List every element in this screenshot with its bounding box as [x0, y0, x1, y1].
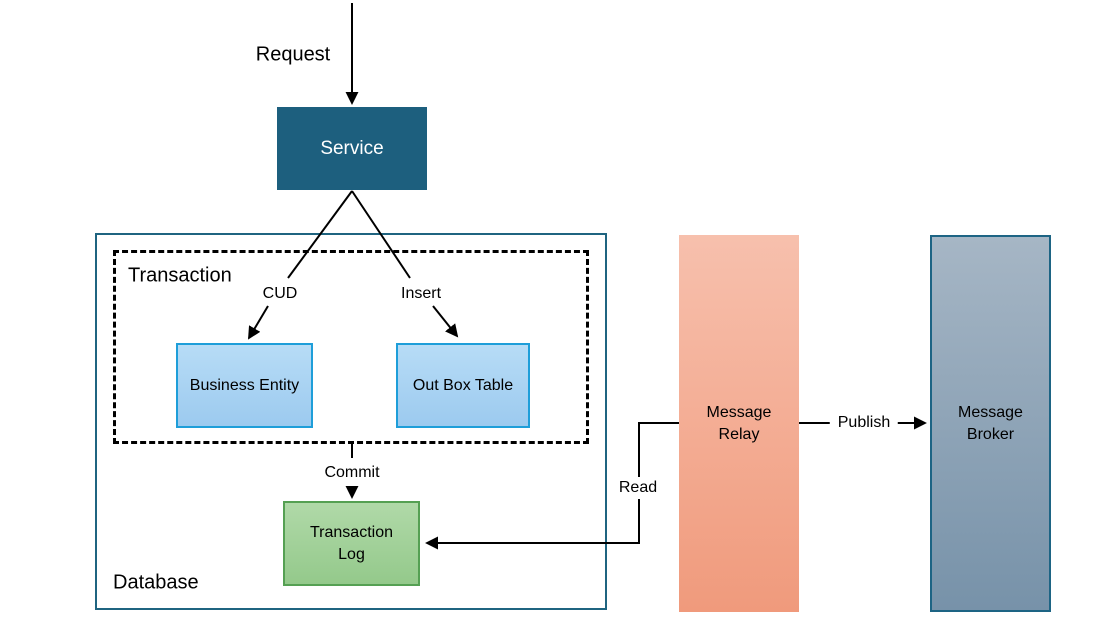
publish-label: Publish [829, 412, 899, 434]
outbox-table-node: Out Box Table [396, 343, 530, 428]
read-label: Read [615, 477, 661, 499]
service-node: Service [277, 107, 427, 190]
business-entity-node: Business Entity [176, 343, 313, 428]
message-relay-node: Message Relay [679, 235, 799, 612]
message-broker-label: Message Broker [958, 403, 1023, 443]
business-entity-label: Business Entity [189, 376, 300, 394]
message-relay-label: Message Relay [706, 403, 772, 443]
message-broker-node: Message Broker [930, 235, 1051, 612]
transaction-log-label: Transaction Log [310, 523, 393, 563]
service-label: Service [320, 137, 384, 159]
request-label: Request [255, 43, 331, 66]
transaction-log-node: Transaction Log [283, 501, 420, 586]
outbox-table-label: Out Box Table [412, 376, 514, 394]
